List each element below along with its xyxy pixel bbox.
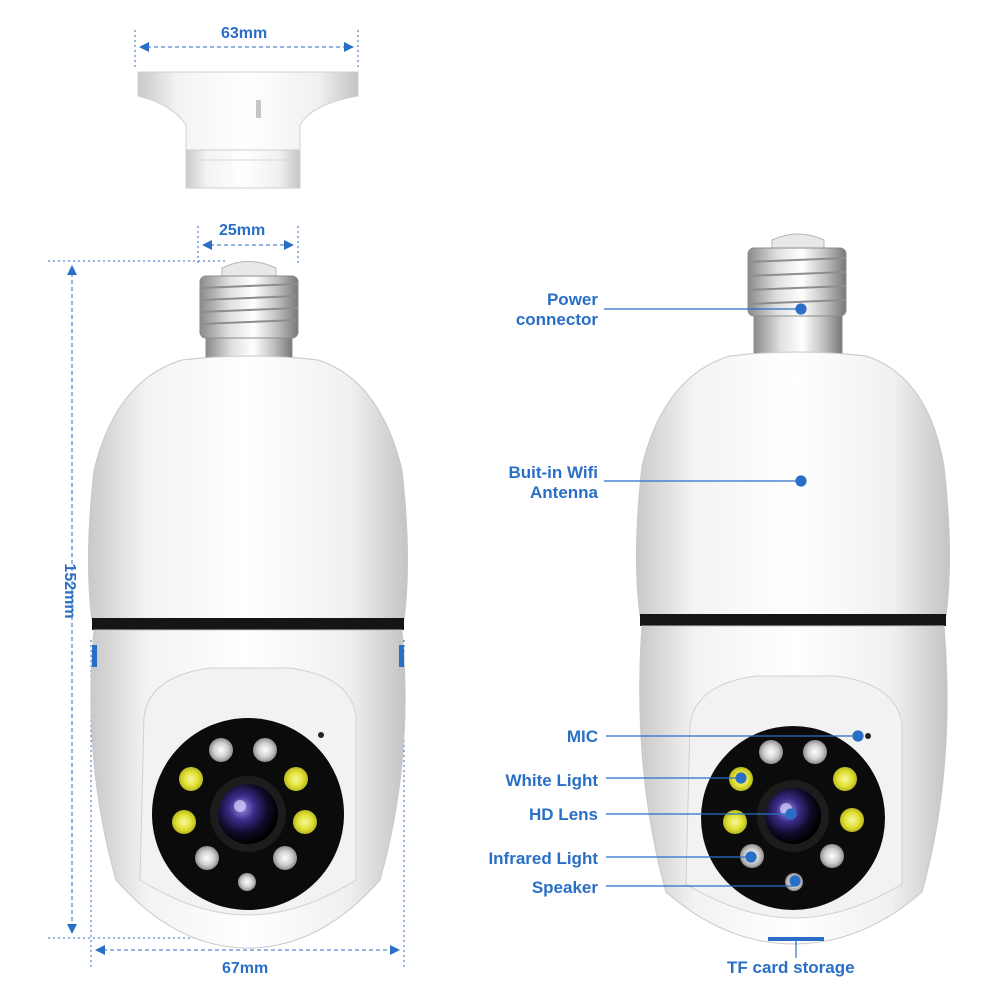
label-hd-lens: HD Lens	[529, 805, 598, 824]
camera-front-left	[87, 261, 409, 949]
label-infrared-light: Infrared Light	[488, 849, 598, 868]
label-mic: MIC	[566, 727, 598, 746]
label-wifi-line2: Antenna	[530, 483, 598, 502]
label-white-light: White Light	[505, 771, 598, 790]
lamp-adapter	[137, 71, 359, 189]
dim-top-width: 63mm	[221, 25, 268, 42]
label-tf-card: TF card storage	[727, 958, 855, 977]
dim-body-width: 67mm	[222, 960, 269, 977]
label-power-connector-line2: connector	[515, 310, 598, 329]
label-power-connector: Power connector	[516, 290, 598, 330]
label-wifi-line1: Buit-in Wifi	[508, 463, 598, 482]
dim-height: 152mm	[61, 563, 78, 619]
label-speaker: Speaker	[531, 878, 598, 897]
callout-lines	[604, 303, 864, 958]
camera-front-right	[635, 233, 951, 945]
label-wifi-antenna: Buit-in Wifi Antenna	[508, 463, 598, 503]
label-power-connector-line1: Power	[546, 290, 598, 309]
dim-base-width: 25mm	[219, 222, 266, 239]
